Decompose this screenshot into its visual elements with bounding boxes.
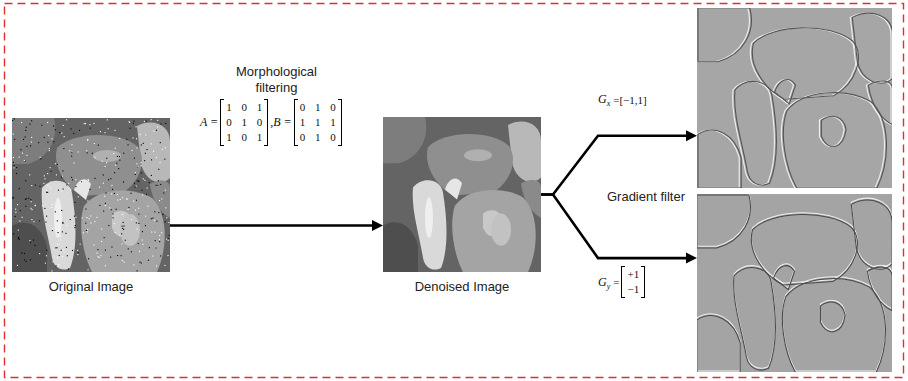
matrix-row: 0 1 0 [300, 100, 336, 115]
matrix-name: ,B = [270, 115, 291, 130]
image-panel: Original Image [12, 118, 170, 272]
matrix-row: 1 1 1 [300, 115, 336, 130]
image-caption: Original Image [0, 279, 200, 294]
gradient-formula: Gy=+1−1 [598, 266, 647, 298]
matrix-row: 1 0 1 [226, 130, 262, 145]
matrix: 1 0 10 1 01 0 1 [220, 99, 268, 146]
formula-symbol: G [598, 92, 607, 107]
formula-value: = [613, 276, 619, 288]
gradient-y-image [697, 193, 892, 373]
matrix: 0 1 01 1 10 1 0 [294, 99, 342, 146]
connector [541, 130, 697, 194]
structuring-elements: A =1 0 10 1 01 0 1,B =0 1 01 1 10 1 0 [200, 99, 344, 146]
formula-value: =[−1,1] [613, 94, 646, 106]
image-caption: Denoised Image [353, 279, 571, 294]
edge-label: Morphological filtering [222, 64, 332, 96]
gradient-formula: Gx=[−1,1] [598, 92, 647, 107]
gradient-panel: Gy=+1−1 [697, 194, 892, 372]
gradient-x-image [696, 8, 893, 188]
matrix-row: 1 0 1 [226, 100, 262, 115]
branch-label: Gradient filter [598, 189, 694, 204]
column-vector: +1−1 [621, 266, 645, 298]
connector [170, 220, 383, 231]
gradient-panel: Gx=[−1,1] [697, 8, 892, 188]
matrix-row: 0 1 0 [226, 115, 262, 130]
matrix-row: 0 1 0 [300, 130, 336, 145]
formula-subscript: y [607, 282, 611, 291]
connector [541, 195, 697, 264]
image-panel: Denoised Image [383, 117, 541, 272]
matrix-name: A = [200, 115, 218, 130]
dashed-frame [5, 4, 904, 378]
denoised-photo [383, 117, 541, 272]
vector-entry: +1 [627, 267, 639, 282]
formula-symbol: G [598, 275, 607, 290]
formula-subscript: x [607, 99, 611, 108]
salt-pepper-noise [12, 118, 170, 271]
noisy-photo [12, 118, 170, 272]
vector-entry: −1 [627, 282, 639, 297]
